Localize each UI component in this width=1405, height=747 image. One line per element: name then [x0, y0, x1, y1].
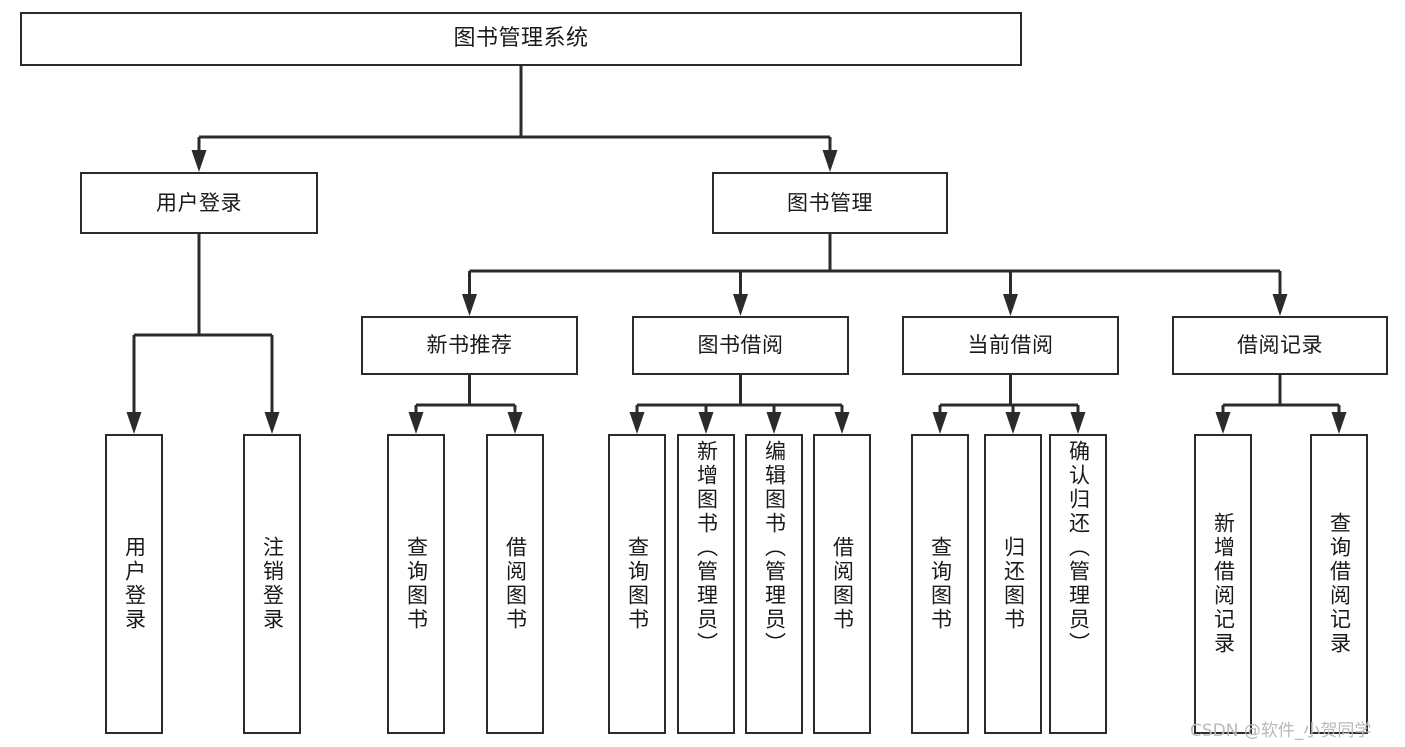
arrowhead-leaf-query-book-1: [408, 412, 424, 434]
node-label-newbook: 新书推荐: [426, 333, 513, 358]
node-label-leaf-confirm-return: 确认归还（管理员）: [1066, 440, 1091, 656]
arrowhead-bookmgmt: [822, 150, 838, 172]
arrowhead-leaf-query-book-2: [629, 412, 645, 434]
node-label-leaf-borrow-book-1: 借阅图书: [503, 536, 528, 632]
node-label-leaf-query-record: 查询借阅记录: [1327, 512, 1352, 656]
node-leaf-query-record[interactable]: 查询借阅记录: [1310, 434, 1368, 734]
arrowhead-leaf-confirm-return: [1070, 412, 1086, 434]
arrowhead-leaf-return-book: [1005, 412, 1021, 434]
node-label-leaf-return-book: 归还图书: [1001, 536, 1026, 632]
arrowhead-leaf-logout: [264, 412, 280, 434]
node-leaf-add-book[interactable]: 新增图书（管理员）: [677, 434, 735, 734]
node-leaf-user-login[interactable]: 用户登录: [105, 434, 163, 734]
node-label-leaf-add-book: 新增图书（管理员）: [694, 440, 719, 656]
node-label-borrow: 图书借阅: [697, 333, 784, 358]
node-leaf-logout[interactable]: 注销登录: [243, 434, 301, 734]
arrowhead-leaf-borrow-book-1: [507, 412, 523, 434]
arrowhead-newbook: [462, 294, 477, 316]
node-current[interactable]: 当前借阅: [902, 316, 1119, 375]
node-label-leaf-logout: 注销登录: [260, 536, 285, 632]
arrowhead-leaf-add-book: [698, 412, 714, 434]
node-label-leaf-add-record: 新增借阅记录: [1211, 512, 1236, 656]
node-newbook[interactable]: 新书推荐: [361, 316, 578, 375]
node-label-leaf-borrow-book-2: 借阅图书: [830, 536, 855, 632]
arrowhead-records: [1272, 294, 1288, 316]
watermark-label: CSDN @软件_小贺同学: [1190, 721, 1372, 741]
arrowhead-leaf-borrow-book-2: [834, 412, 850, 434]
node-label-bookmgmt: 图书管理: [787, 190, 873, 215]
node-leaf-confirm-return[interactable]: 确认归还（管理员）: [1049, 434, 1107, 734]
node-leaf-borrow-book-2[interactable]: 借阅图书: [813, 434, 871, 734]
arrowhead-borrow: [733, 294, 748, 316]
node-label-leaf-query-book-1: 查询图书: [404, 536, 429, 632]
arrowhead-login: [191, 150, 207, 172]
node-label-root: 图书管理系统: [453, 26, 589, 52]
node-leaf-query-book-3[interactable]: 查询图书: [911, 434, 969, 734]
node-bookmgmt[interactable]: 图书管理: [712, 172, 948, 234]
node-leaf-query-book-1[interactable]: 查询图书: [387, 434, 445, 734]
node-login[interactable]: 用户登录: [80, 172, 318, 234]
node-borrow[interactable]: 图书借阅: [632, 316, 849, 375]
node-leaf-add-record[interactable]: 新增借阅记录: [1194, 434, 1252, 734]
node-label-login: 用户登录: [156, 190, 242, 215]
arrowhead-leaf-add-record: [1215, 412, 1231, 434]
node-label-current: 当前借阅: [967, 333, 1054, 358]
node-label-leaf-user-login: 用户登录: [122, 536, 147, 632]
arrowhead-leaf-query-record: [1331, 412, 1347, 434]
node-label-leaf-edit-book: 编辑图书（管理员）: [762, 440, 787, 656]
node-label-leaf-query-book-3: 查询图书: [928, 536, 953, 632]
node-label-records: 借阅记录: [1237, 333, 1323, 358]
node-leaf-edit-book[interactable]: 编辑图书（管理员）: [745, 434, 803, 734]
node-label-leaf-query-book-2: 查询图书: [625, 536, 650, 632]
arrowhead-leaf-query-book-3: [932, 412, 948, 434]
node-records[interactable]: 借阅记录: [1172, 316, 1388, 375]
node-leaf-query-book-2[interactable]: 查询图书: [608, 434, 666, 734]
arrowhead-leaf-user-login: [126, 412, 142, 434]
arrowhead-current: [1003, 294, 1018, 316]
node-leaf-borrow-book-1[interactable]: 借阅图书: [486, 434, 544, 734]
node-leaf-return-book[interactable]: 归还图书: [984, 434, 1042, 734]
node-root[interactable]: 图书管理系统: [20, 12, 1022, 66]
arrowhead-leaf-edit-book: [766, 412, 782, 434]
